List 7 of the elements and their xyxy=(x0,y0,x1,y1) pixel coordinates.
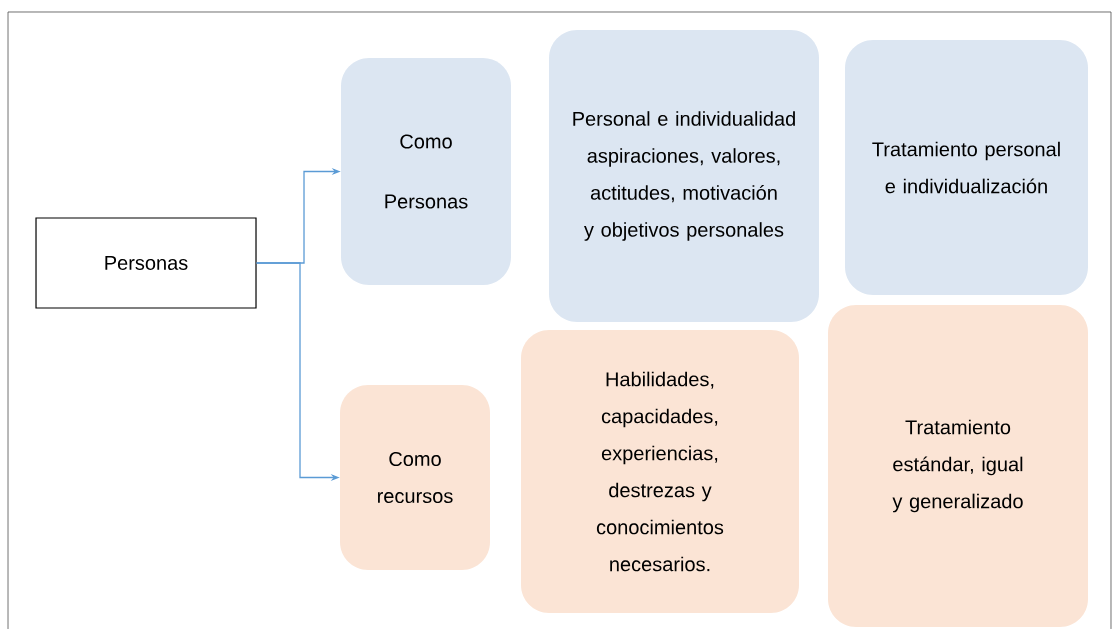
rounded-box: Tratamiento personal e individualización xyxy=(845,40,1088,295)
rounded-box: Personal e individualidad aspiraciones, valores, actitudes, motivación y objetivos personales xyxy=(549,30,819,322)
rounded-box: Como Personas xyxy=(341,58,511,285)
rounded-box: Como recursos xyxy=(340,385,490,570)
process-box: Personas xyxy=(35,217,257,309)
rounded-box: Habilidades, capacidades, experiencias, destrezas y conocimientos necesarios. xyxy=(521,330,799,613)
rounded-box: Tratamiento estándar, igual y generalizado xyxy=(828,305,1088,627)
